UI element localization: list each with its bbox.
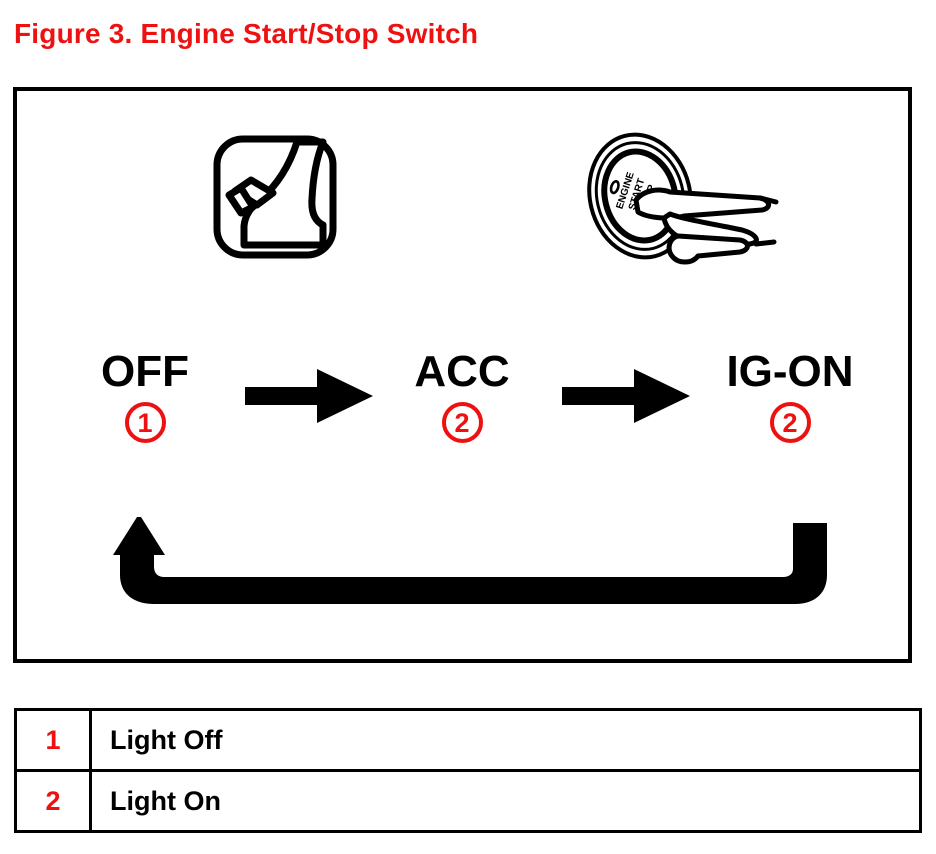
engine-start-stop-switch-icon: ENGINE START STOP [574,124,784,284]
status-badge-ig-on: 2 [769,402,811,443]
legend-table: 1 Light Off 2 Light On [14,708,922,833]
page-title: Figure 3. Engine Start/Stop Switch [14,18,479,49]
diagram-frame: ENGINE START STOP OFF 1 ACC 2 [13,87,912,663]
state-label-off: OFF [101,347,189,396]
legend-number: 2 [14,769,92,833]
legend-description: Light Off [89,708,922,772]
legend-description: Light On [89,769,922,833]
status-badge-acc: 2 [441,402,483,443]
state-group-acc: ACC 2 [362,349,562,443]
state-group-ig-on: IG-ON 2 [690,349,890,443]
brake-pedal-icon [211,133,339,261]
state-label-acc: ACC [414,347,510,396]
legend-number: 1 [14,708,92,772]
table-row: 2 Light On [14,769,922,833]
sequence-arrow-icon [245,369,373,423]
table-row: 1 Light Off [14,708,922,772]
return-loop-arrow-icon [107,503,847,608]
sequence-arrow-icon [562,369,690,423]
state-label-ig-on: IG-ON [726,347,854,396]
state-group-off: OFF 1 [45,349,245,443]
status-badge-off: 1 [124,402,166,443]
